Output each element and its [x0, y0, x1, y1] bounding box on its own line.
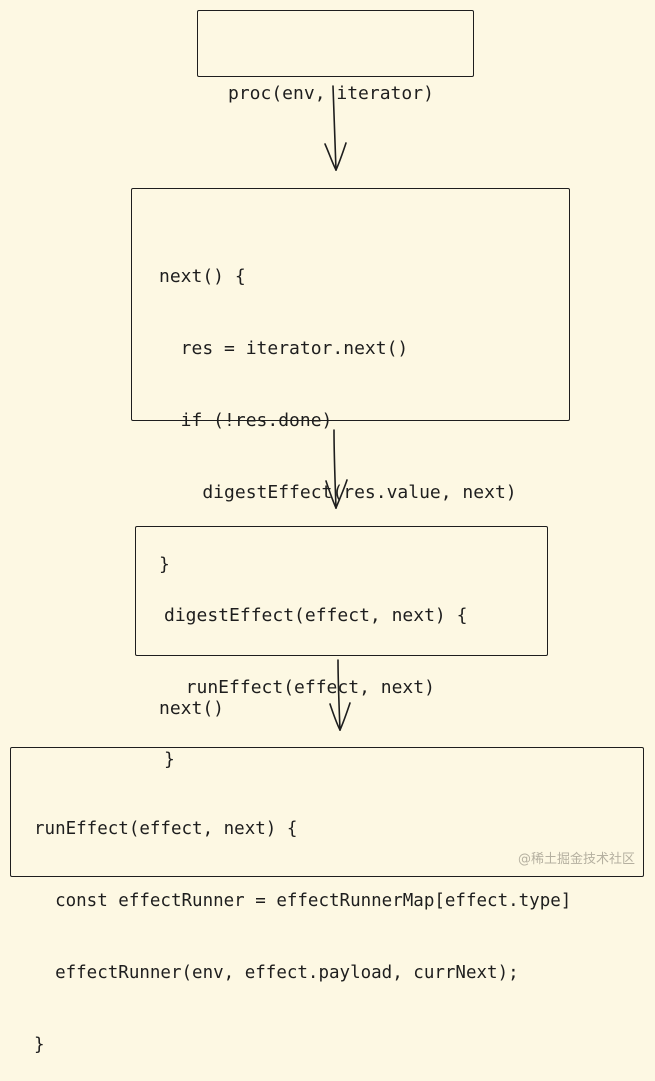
code-line: digestEffect(res.value, next)	[159, 482, 517, 503]
code-line: }	[164, 749, 175, 770]
code-line: const effectRunner = effectRunnerMap[eff…	[34, 891, 572, 911]
watermark: @稀土掘金技术社区	[517, 852, 635, 867]
code-line: }	[159, 554, 170, 575]
code-line: if (!res.done)	[159, 410, 333, 431]
code-line: effectRunner(env, effect.payload, currNe…	[34, 963, 519, 983]
run-effect-box	[10, 747, 644, 877]
digest-effect-box	[135, 526, 548, 656]
run-effect-code: runEffect(effect, next) { const effectRu…	[34, 769, 571, 1081]
code-line: res = iterator.next()	[159, 338, 409, 359]
next-function-code: next() { res = iterator.next() if (!res.…	[159, 217, 517, 745]
next-function-box	[131, 188, 570, 421]
code-line: next()	[159, 698, 225, 719]
proc-box	[197, 10, 474, 77]
proc-code: proc(env, iterator)	[228, 34, 434, 130]
digest-effect-code: digestEffect(effect, next) { runEffect(e…	[164, 556, 467, 796]
code-line: digestEffect(effect, next) {	[164, 605, 468, 626]
code-line: }	[34, 1035, 45, 1055]
code-line: next() {	[159, 266, 246, 287]
code-line: runEffect(effect, next) {	[34, 819, 298, 839]
code-line: runEffect(effect, next)	[164, 677, 435, 698]
code-line: proc(env, iterator)	[228, 83, 434, 104]
